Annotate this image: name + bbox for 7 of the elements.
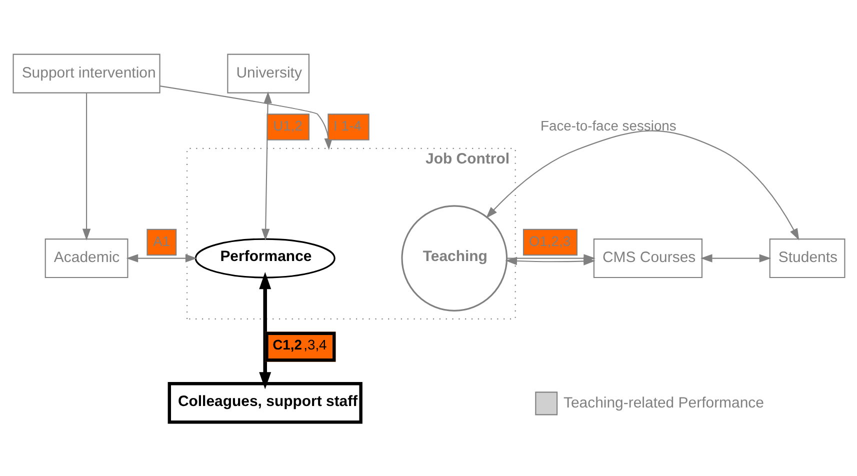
edge-label: U1,2	[272, 117, 302, 134]
edge-label: A1	[152, 232, 170, 248]
edge-label: Face-to-face sessions	[540, 117, 676, 134]
edge-label: O1,2,3	[528, 232, 570, 248]
legend-label: Teaching-related Performance	[562, 394, 764, 411]
edge-label: C1,2,3,4	[272, 336, 326, 352]
edge-label: I 1-4	[333, 117, 361, 134]
